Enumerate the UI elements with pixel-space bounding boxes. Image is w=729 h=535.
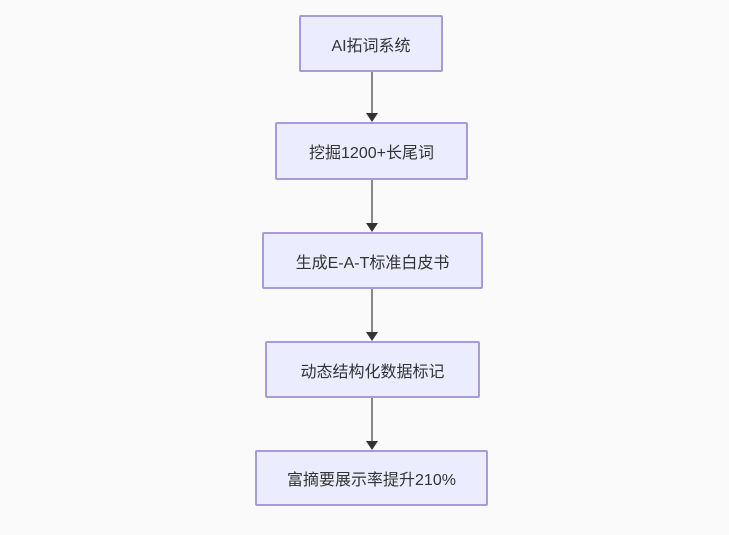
arrowhead-icon — [365, 332, 378, 341]
arrowhead-icon — [365, 223, 378, 232]
arrow-line — [370, 398, 373, 443]
flowchart-node-ai-expand-system: AI拓词系统 — [299, 15, 443, 72]
flow-arrow — [365, 289, 378, 341]
arrow-line — [370, 289, 373, 334]
flowchart-node-structured-data: 动态结构化数据标记 — [265, 341, 480, 398]
node-label: 富摘要展示率提升210% — [287, 472, 456, 489]
arrow-line — [370, 72, 373, 115]
node-label: AI拓词系统 — [331, 37, 411, 55]
arrowhead-icon — [365, 441, 378, 450]
arrowhead-icon — [365, 113, 378, 122]
flow-arrow — [365, 180, 378, 232]
node-label: 挖掘1200+长尾词 — [309, 145, 434, 162]
node-label: 动态结构化数据标记 — [300, 363, 445, 381]
flow-arrow — [365, 398, 378, 450]
arrow-line — [370, 180, 373, 225]
node-label: 生成E-A-T标准白皮书 — [295, 254, 450, 272]
flowchart-node-eat-whitepaper: 生成E-A-T标准白皮书 — [262, 232, 483, 289]
flowchart-node-longtail-mining: 挖掘1200+长尾词 — [275, 122, 468, 180]
flowchart-node-rich-snippet-result: 富摘要展示率提升210% — [255, 450, 488, 506]
flow-arrow — [365, 72, 378, 122]
